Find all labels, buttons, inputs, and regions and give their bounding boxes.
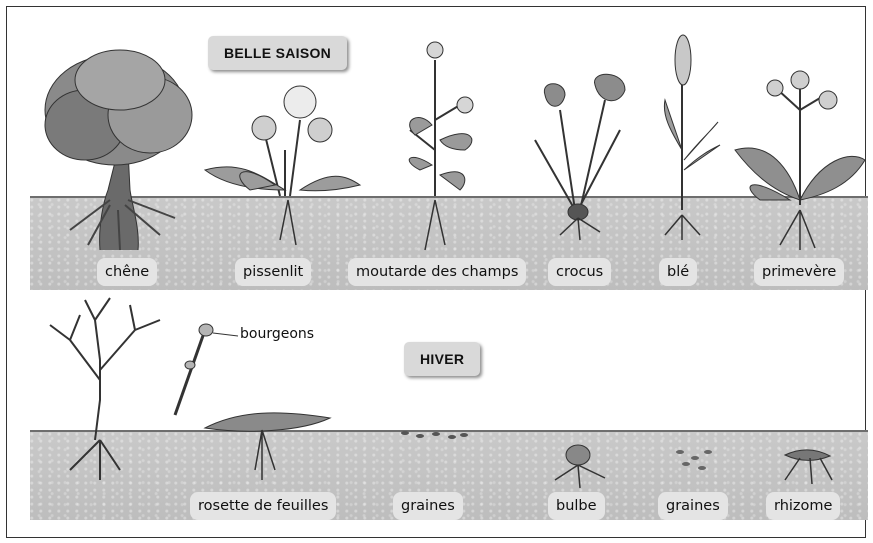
plant-label-primrose: primevère <box>754 258 844 286</box>
plant-label-mustard: moutarde des champs <box>348 258 526 286</box>
mustard-illustration <box>409 42 473 250</box>
winter-label-bulb: bulbe <box>548 492 605 520</box>
buried-seeds-illustration <box>676 450 712 470</box>
budding-twig-illustration <box>175 324 238 415</box>
wheat-illustration <box>664 35 720 240</box>
winter-label-seeds: graines <box>393 492 463 520</box>
primrose-illustration <box>735 71 865 250</box>
rosette-illustration <box>205 413 330 480</box>
plant-label-oak: chêne <box>97 258 157 286</box>
winter-label-rosette: rosette de feuilles <box>190 492 336 520</box>
oak-summer-illustration <box>45 50 192 250</box>
crocus-illustration <box>535 74 625 240</box>
season-title-summer: BELLE SAISON <box>208 36 347 70</box>
winter-label-rhizome: rhizome <box>766 492 840 520</box>
plant-label-wheat: blé <box>659 258 697 286</box>
seeds-illustration <box>401 431 468 439</box>
plant-label-dandelion: pissenlit <box>235 258 311 286</box>
bulb-illustration <box>555 445 605 488</box>
buds-callout: bourgeons <box>240 326 314 342</box>
plant-label-crocus: crocus <box>548 258 611 286</box>
rhizome-illustration <box>785 450 832 484</box>
season-title-winter: HIVER <box>404 342 480 376</box>
winter-label-buried-seeds: graines <box>658 492 728 520</box>
oak-winter-illustration <box>50 298 160 480</box>
dandelion-illustration <box>205 86 360 245</box>
